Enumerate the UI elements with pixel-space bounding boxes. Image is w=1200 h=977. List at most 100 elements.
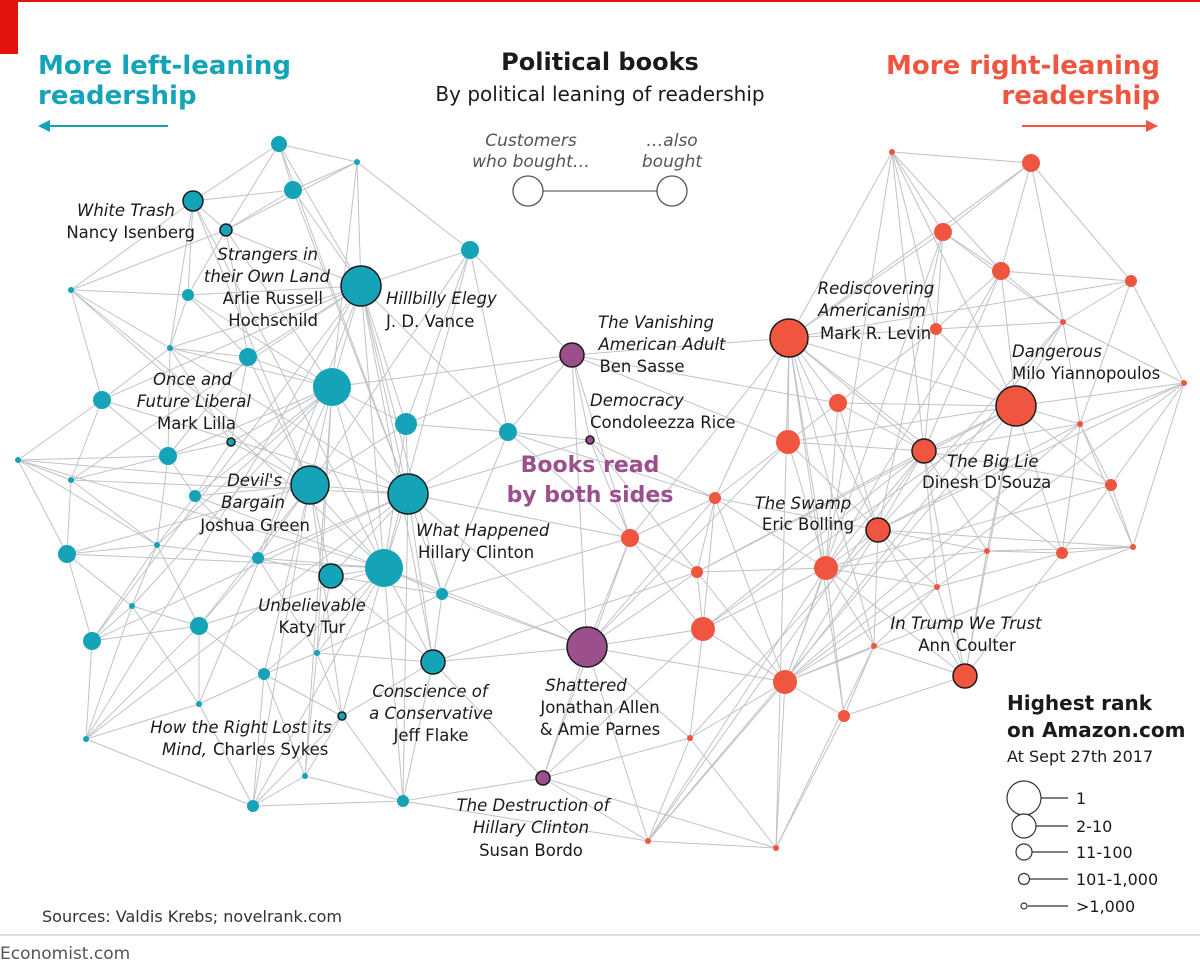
book-title: their Own Land [204, 267, 331, 286]
edge-line [891, 151, 925, 452]
edge-line [825, 450, 925, 569]
edge-line [787, 441, 925, 452]
edge-line [70, 285, 362, 481]
edge-line [85, 625, 200, 740]
book-author: J. D. Vance [385, 312, 474, 331]
book-title: Mind, [162, 740, 207, 759]
edge-line [304, 386, 333, 777]
book-node [992, 262, 1010, 280]
edge-line [702, 405, 1017, 630]
legend-title-line2: on Amazon.com [1007, 718, 1185, 742]
edge-line [360, 285, 407, 425]
book-author: Eric Bolling [762, 515, 854, 534]
edge-line [784, 529, 879, 683]
edge-line [156, 495, 196, 546]
edge-line [263, 567, 385, 675]
edge-line [647, 450, 925, 842]
book-node [219, 223, 233, 237]
edge-line [825, 484, 1112, 569]
edge-line [263, 652, 318, 675]
brand-logo: Economist.com [0, 944, 130, 964]
left-heading-line2: readership [38, 81, 197, 111]
edge-line [70, 289, 311, 486]
edge-line [542, 646, 588, 779]
book-node [621, 529, 639, 547]
book-node [387, 473, 429, 515]
edge-line [66, 553, 93, 642]
edge-line [187, 294, 249, 358]
edge-line [257, 285, 362, 559]
edge-line [877, 423, 1081, 531]
edge-line [225, 229, 249, 358]
edge-line [923, 450, 988, 552]
edge-line [402, 777, 544, 802]
edge-line [787, 405, 1017, 443]
edge-line [825, 550, 988, 569]
edge-line [714, 441, 789, 499]
book-node [930, 323, 942, 335]
edge-line [405, 354, 573, 425]
edge-line [70, 479, 409, 495]
edge-line [66, 544, 158, 555]
edge-line [696, 405, 1017, 573]
corner-red-mark [0, 0, 18, 54]
edge-line [331, 386, 385, 569]
edge-line [341, 715, 404, 802]
edge-line [891, 151, 1017, 407]
edge-line [1000, 162, 1032, 272]
edge-line [1030, 162, 1064, 323]
book-node [1105, 479, 1117, 491]
book-title: The Swamp [755, 494, 852, 513]
book-node [1130, 544, 1136, 550]
book-node [167, 345, 173, 351]
edge-line [169, 347, 333, 388]
edge-line [252, 484, 311, 807]
book-node [952, 663, 978, 689]
edge-line [263, 673, 306, 777]
book-node [585, 435, 595, 445]
book-node [313, 368, 351, 406]
edge-line [167, 347, 171, 457]
edge-line [714, 337, 790, 499]
edge-line [775, 337, 790, 849]
book-title: Devil's [227, 471, 282, 490]
book-node [83, 632, 101, 650]
book-title: Unbelievable [258, 596, 366, 615]
edge-line [843, 645, 875, 717]
edge-line [17, 459, 68, 555]
edge-line [873, 529, 879, 647]
book-node [182, 289, 194, 301]
edge-line [877, 231, 944, 531]
edge-line [877, 529, 938, 588]
edge-line [775, 645, 875, 849]
edge-line [784, 231, 944, 683]
edge-line [923, 270, 1002, 452]
book-node [1181, 380, 1187, 386]
edge-line [647, 737, 691, 842]
edge-line [589, 439, 698, 573]
book-node [420, 649, 446, 675]
edge-line [91, 544, 158, 642]
edge-line [194, 386, 333, 497]
edge-line [647, 840, 777, 849]
book-title: The Big Lie [947, 452, 1038, 471]
edge-line [91, 285, 362, 642]
edge-line [1000, 270, 1017, 407]
edge-line [187, 229, 227, 296]
edge-line [169, 200, 194, 349]
book-author: Joshua Green [199, 516, 310, 535]
edge-line [936, 550, 988, 588]
book-author: Mark R. Levin [820, 324, 931, 343]
edge-line [936, 552, 1063, 588]
edge-line [331, 354, 573, 388]
book-node [1125, 275, 1137, 287]
edge-line [629, 337, 790, 539]
edge-line [936, 586, 966, 677]
edge-line [198, 703, 254, 807]
edge-line [156, 455, 169, 546]
edge-line [194, 495, 385, 569]
edge-line [70, 289, 189, 296]
book-author: Charles Sykes [213, 740, 328, 759]
edge-line [66, 484, 311, 555]
